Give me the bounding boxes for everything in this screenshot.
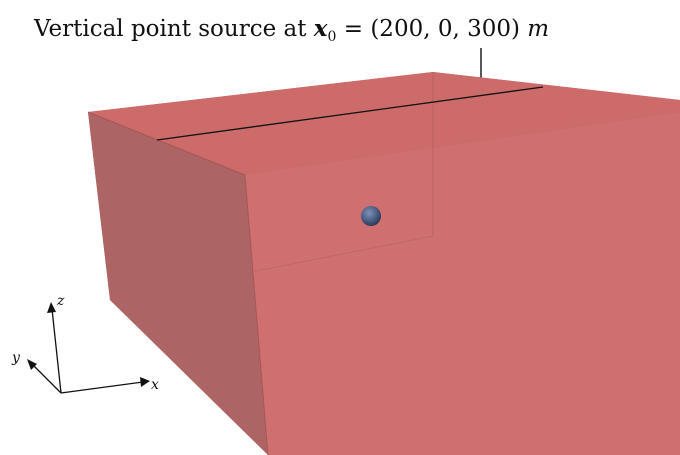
x-axis-label: x [151, 377, 159, 393]
title-prefix: Vertical point source at [33, 16, 314, 42]
z-axis-line [51, 308, 62, 394]
box-front-face [245, 112, 680, 455]
domain-box [87, 72, 680, 455]
title-subscript: 0 [328, 29, 337, 45]
point-source-sphere [361, 206, 381, 226]
source-line [156, 86, 544, 141]
title-unit: m [527, 16, 549, 42]
z-axis-arrowhead [47, 302, 56, 313]
source-annotation-title: Vertical point source at x0 = (200, 0, 3… [33, 15, 549, 45]
axes-triad: x y z [11, 293, 159, 394]
y-axis-line [31, 363, 62, 394]
x-axis-line [60, 381, 144, 394]
y-axis-label: y [11, 350, 21, 366]
title-equals: = (200, 0, 300) [336, 16, 527, 42]
box-edge-floor [109, 235, 434, 301]
title-symbol: x [313, 15, 328, 42]
box-front-left-face [88, 112, 268, 455]
y-axis-arrowhead [27, 359, 37, 370]
x-axis-arrowhead [140, 377, 150, 387]
z-axis-label: z [56, 293, 65, 309]
box-top-face [88, 72, 680, 175]
box-edge-front [87, 111, 269, 455]
